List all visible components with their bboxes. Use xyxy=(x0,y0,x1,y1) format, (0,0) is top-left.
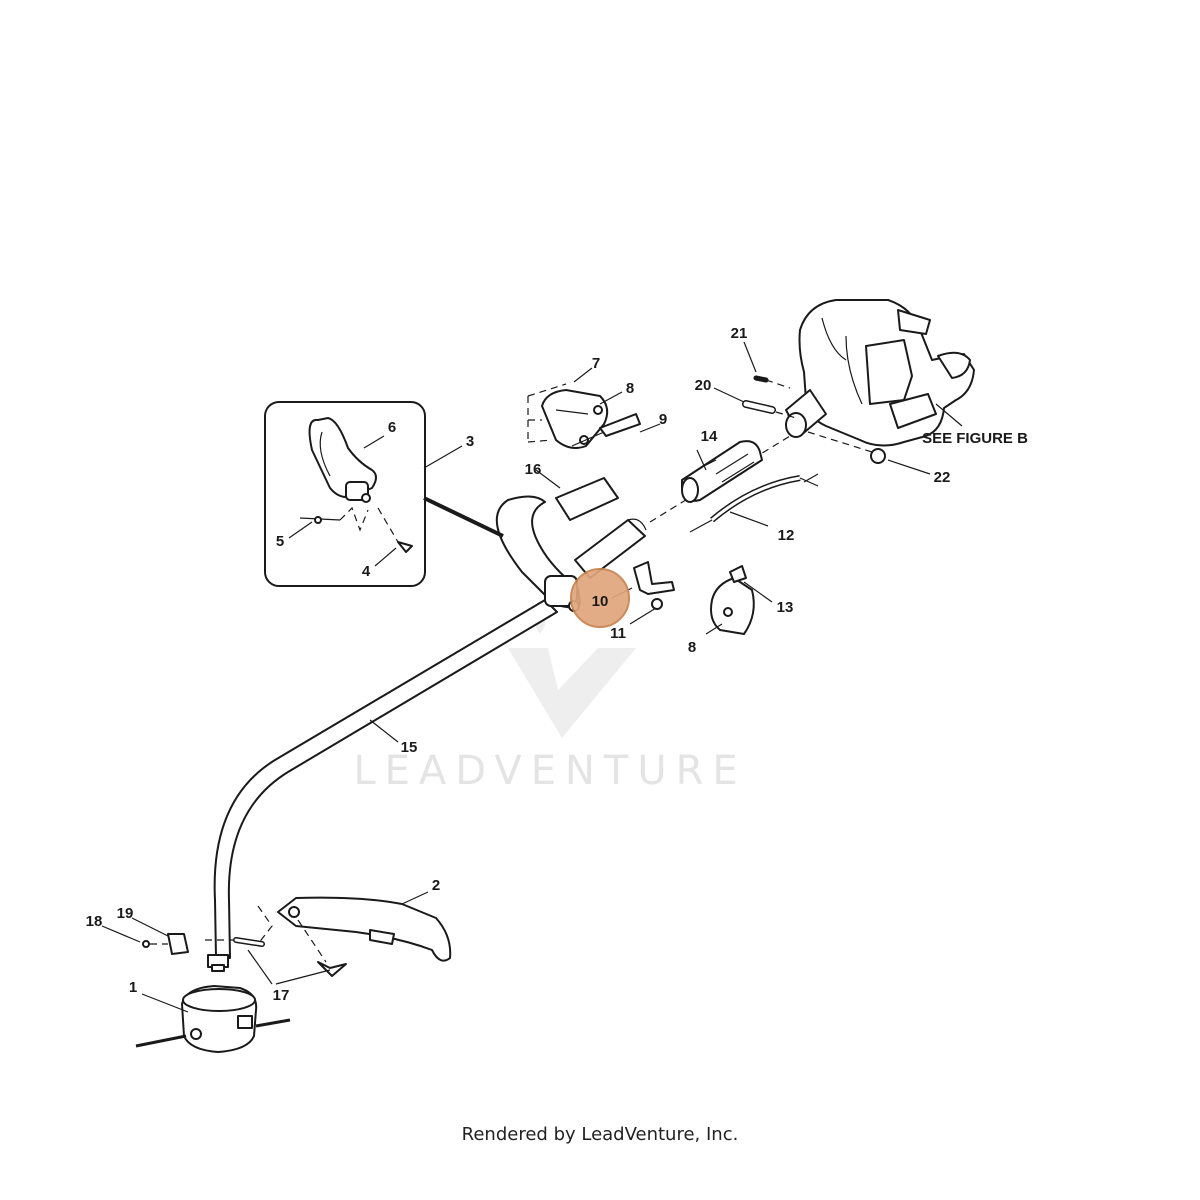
watermark-text: LEADVENTURE xyxy=(353,748,746,794)
footer-credit: Rendered by LeadVenture, Inc. xyxy=(461,1124,739,1145)
callout-19[interactable]: 19 xyxy=(117,905,134,922)
callout-21[interactable]: 21 xyxy=(731,325,748,342)
lock-lever-part xyxy=(599,413,641,437)
callout-11[interactable]: 11 xyxy=(610,625,626,642)
throttle-trigger xyxy=(633,561,675,610)
debris-shield xyxy=(257,896,452,962)
callout-2[interactable]: 2 xyxy=(432,877,440,894)
callout-4[interactable]: 4 xyxy=(362,563,371,580)
upper-tube xyxy=(574,435,791,579)
grip-sleeve xyxy=(681,440,763,503)
callout-8-upper[interactable]: 8 xyxy=(626,380,634,397)
see-figure-reference[interactable]: SEE FIGURE B xyxy=(922,430,1028,447)
loop-handle xyxy=(423,495,581,612)
callout-6[interactable]: 6 xyxy=(388,419,396,436)
handle-detail-inset xyxy=(264,401,426,587)
callout-1[interactable]: 1 xyxy=(129,979,137,996)
callout-5[interactable]: 5 xyxy=(276,533,284,550)
callout-14[interactable]: 14 xyxy=(701,428,718,445)
callout-16[interactable]: 16 xyxy=(525,461,542,478)
callout-7[interactable]: 7 xyxy=(592,355,600,372)
callout-9[interactable]: 9 xyxy=(659,411,667,428)
leader-lines xyxy=(101,341,963,1013)
callout-13[interactable]: 13 xyxy=(777,599,794,616)
callout-3[interactable]: 3 xyxy=(466,433,474,450)
warning-label-part xyxy=(555,477,619,521)
callout-22[interactable]: 22 xyxy=(934,469,951,486)
highlight-circle-10 xyxy=(570,568,630,628)
callout-12[interactable]: 12 xyxy=(778,527,795,544)
trimmer-head xyxy=(135,985,291,1053)
callout-8-lower[interactable]: 8 xyxy=(688,639,696,656)
shaft-tube xyxy=(205,599,558,972)
callout-10[interactable]: 10 xyxy=(592,593,609,610)
throttle-cable xyxy=(689,473,819,533)
callout-17[interactable]: 17 xyxy=(273,987,290,1004)
callout-15[interactable]: 15 xyxy=(401,739,418,756)
callout-18[interactable]: 18 xyxy=(86,913,103,930)
callout-20[interactable]: 20 xyxy=(695,377,712,394)
engine-assembly xyxy=(785,299,975,447)
throttle-housing-lower xyxy=(710,565,755,635)
throttle-housing-upper xyxy=(527,383,609,449)
